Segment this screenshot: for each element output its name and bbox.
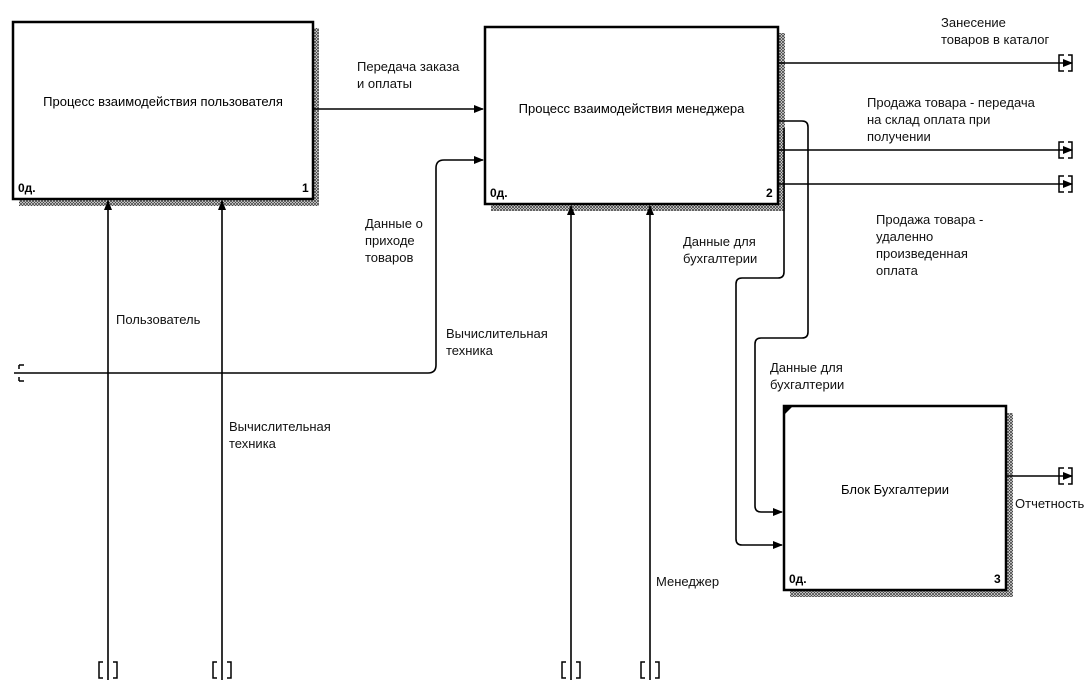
activity-box-2[interactable]	[483, 25, 785, 211]
box-1-frame	[11, 20, 315, 201]
box-2-frame	[483, 25, 780, 206]
label-order-payment: Передача заказа и оплаты	[357, 59, 460, 91]
arrow-goods-arrival[interactable]	[14, 156, 484, 374]
tunnel-bracket-computing-2-icon	[561, 661, 581, 679]
box-2-number: 2	[766, 186, 773, 200]
box-1-title: Процесс взаимодействия пользователя	[43, 94, 283, 109]
tunnel-bracket-catalog-icon	[1058, 54, 1073, 72]
label-reporting: Отчетность	[1015, 496, 1085, 511]
box-3-number: 3	[994, 572, 1001, 586]
tunnel-bracket-manager-icon	[640, 661, 660, 679]
tunnel-bracket-remote-icon	[1058, 175, 1073, 193]
box-3-title: Блок Бухгалтерии	[841, 482, 949, 497]
arrow-acc-data-2[interactable]	[735, 128, 785, 549]
label-computing-left: Вычислительная техника	[446, 326, 548, 358]
box-2-node-ref: 0д.	[490, 186, 508, 200]
box-2-title: Процесс взаимодействия менеджера	[518, 101, 745, 116]
label-sale-remote: Продажа товара - удаленно произведенная …	[876, 212, 984, 278]
tunnel-bracket-left-icon	[18, 364, 24, 382]
tunnel-bracket-warehouse-icon	[1058, 141, 1073, 159]
box-3-frame	[782, 404, 1008, 592]
label-user: Пользователь	[116, 312, 201, 327]
box-1-node-ref: 0д.	[18, 181, 36, 195]
label-acc-data-1: Данные для бухгалтерии	[683, 234, 758, 266]
tunnel-bracket-reporting-icon	[1058, 467, 1073, 485]
tunnel-bracket-computing-1-icon	[212, 661, 232, 679]
tunnel-bracket-user-icon	[98, 661, 118, 679]
activity-box-1[interactable]	[11, 20, 319, 206]
label-computing-1: Вычислительная техника	[229, 419, 331, 451]
activity-box-3[interactable]	[782, 404, 1013, 597]
label-manager: Менеджер	[656, 574, 720, 589]
box-3-corner-mark-icon	[785, 407, 792, 414]
label-goods-arrival: Данные о приходе товаров	[365, 216, 423, 265]
arrow-acc-data-1[interactable]	[754, 120, 809, 516]
label-acc-data-2: Данные для бухгалтерии	[770, 360, 845, 392]
box-3-node-ref: 0д.	[789, 572, 807, 586]
label-sale-warehouse: Продажа товара - передача на склад оплат…	[867, 95, 1035, 144]
label-catalog: Занесение товаров в каталог	[941, 15, 1050, 47]
box-1-number: 1	[302, 181, 309, 195]
